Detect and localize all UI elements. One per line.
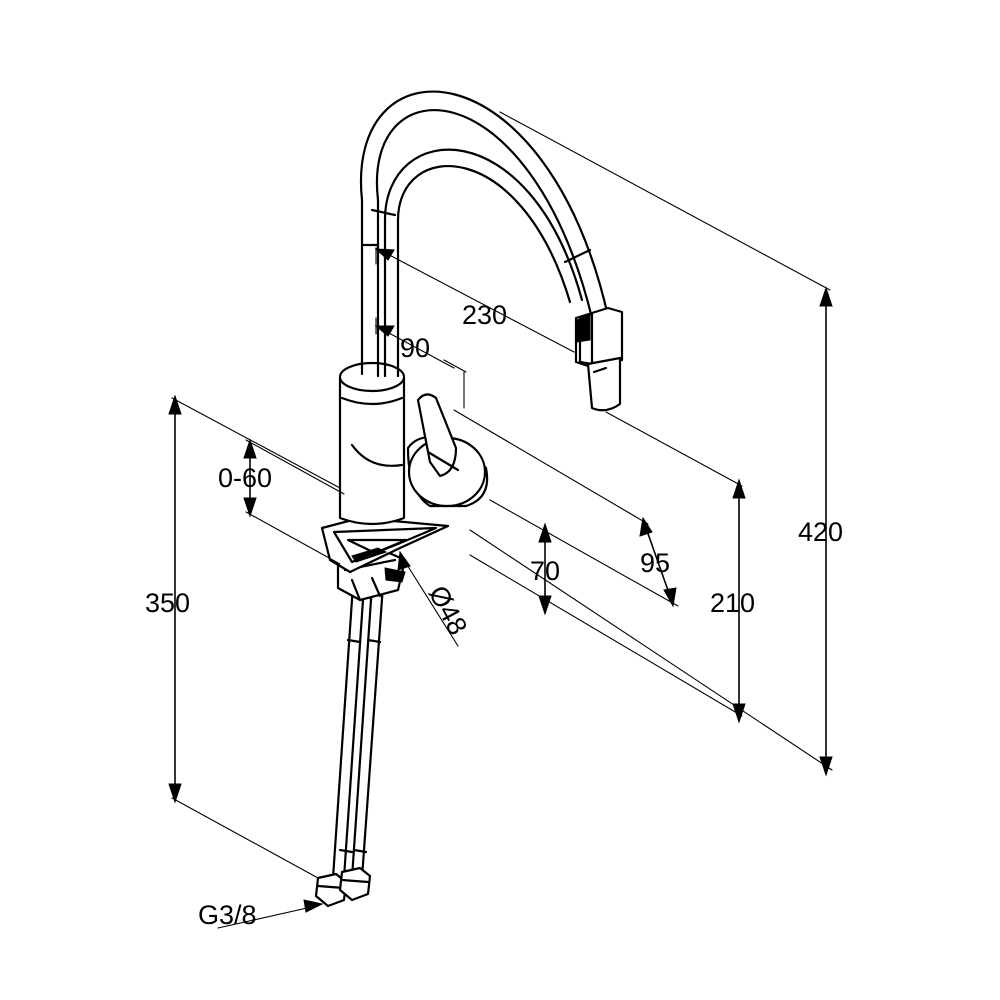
dim-420 <box>469 111 833 777</box>
faucet-drawing <box>314 90 624 908</box>
dimension-labels: 230 90 420 210 95 70 0-60 350 Ø48 G3/8 <box>145 300 843 930</box>
lever-handle <box>406 393 489 508</box>
label-diameter-48: Ø48 <box>423 581 473 640</box>
label-230: 230 <box>462 300 507 330</box>
dim-95 <box>453 409 679 608</box>
label-95: 95 <box>640 548 670 578</box>
label-420: 420 <box>798 517 843 547</box>
dim-210 <box>469 411 746 724</box>
dim-230 <box>374 247 575 353</box>
dimension-lines <box>168 111 833 929</box>
supply-hoses <box>331 583 385 880</box>
label-70: 70 <box>530 556 560 586</box>
spout <box>359 90 610 378</box>
label-350: 350 <box>145 588 190 618</box>
label-g38: G3/8 <box>198 900 257 930</box>
dim-0-60 <box>243 438 345 565</box>
spray-head <box>574 306 624 412</box>
dim-350 <box>168 394 341 879</box>
label-210: 210 <box>710 588 755 618</box>
label-90: 90 <box>400 333 430 363</box>
dim-diameter-48 <box>397 550 459 647</box>
base-plate <box>320 516 450 574</box>
dim-70 <box>538 522 552 616</box>
label-0-60: 0-60 <box>218 463 272 493</box>
dim-g38 <box>217 899 324 929</box>
dim-90 <box>374 317 467 409</box>
hose-nuts <box>314 866 372 908</box>
faucet-body <box>338 361 406 526</box>
